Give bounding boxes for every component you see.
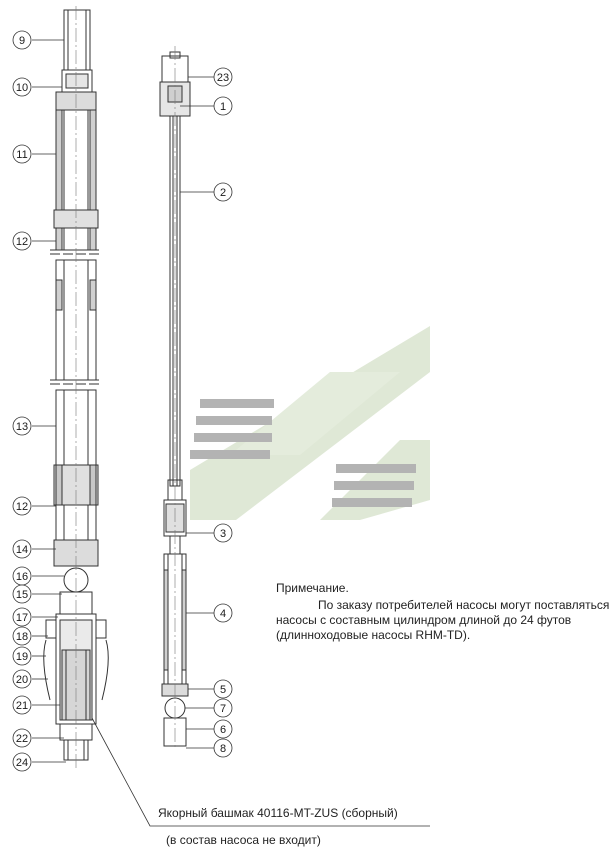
callout-label: 6 [220,724,226,736]
callout-label: 15 [16,589,28,601]
callout-label: 17 [16,612,28,624]
callout-6: 6 [213,719,233,739]
callout-12b: 12 [12,496,32,516]
callout-label: 9 [19,35,25,47]
callout-22: 22 [12,728,32,748]
watermark-logo [190,326,430,520]
callout-label: 24 [16,757,28,769]
left-pump-assembly [43,6,109,770]
callout-4: 4 [213,603,233,623]
callout-17: 17 [12,607,32,627]
anchor-shoe-label: Якорный башмак 40116-MT-ZUS (сборный) [158,806,398,820]
callout-label: 22 [16,733,28,745]
callout-label: 4 [220,608,226,620]
callout-14: 14 [12,539,32,559]
left-callouts: 9 10 11 12 13 12 14 16 15 17 18 19 20 21… [12,30,32,772]
callout-label: 19 [16,651,28,663]
anchor-shoe-sub: (в состав насоса не входит) [166,833,321,847]
callout-13: 13 [12,416,32,436]
right-plunger-assembly [159,46,191,750]
callout-label: 2 [220,187,226,199]
callout-9: 9 [12,30,32,50]
callout-label: 23 [217,72,229,84]
callout-12a: 12 [12,231,32,251]
callout-label: 20 [16,674,28,686]
callout-label: 5 [220,684,226,696]
callout-7: 7 [213,698,233,718]
right-callouts: 23 1 2 3 4 5 7 6 8 [213,67,233,758]
callout-label: 11 [16,149,27,161]
callout-5: 5 [213,679,233,699]
callout-11: 11 [12,144,32,164]
callout-15: 15 [12,584,32,604]
callout-23: 23 [213,67,233,87]
callout-label: 3 [220,528,226,540]
note-body: По заказу потребителей насосы могут пост… [276,598,610,642]
callout-label: 1 [220,101,226,113]
callout-24: 24 [12,752,32,772]
callout-20: 20 [12,669,32,689]
callout-19: 19 [12,646,32,666]
callout-label: 14 [16,544,28,556]
callout-label: 12 [16,236,28,248]
right-leader-lines [180,76,214,749]
callout-label: 16 [16,571,28,583]
callout-label: 7 [220,703,226,715]
callout-16: 16 [12,566,32,586]
left-leader-lines [32,39,66,763]
callout-1: 1 [213,96,233,116]
callout-label: 18 [16,631,28,643]
callout-2: 2 [213,182,233,202]
callout-3: 3 [213,523,233,543]
callout-label: 10 [16,82,28,94]
callout-label: 8 [220,743,226,755]
callout-label: 12 [16,501,28,513]
callout-18: 18 [12,626,32,646]
callout-21: 21 [12,695,32,715]
callout-label: 13 [16,421,28,433]
callout-10: 10 [12,77,32,97]
callout-label: 21 [16,700,28,712]
note-title: Примечание. [276,581,349,595]
anchor-leader [91,717,430,827]
callout-8: 8 [213,738,233,758]
